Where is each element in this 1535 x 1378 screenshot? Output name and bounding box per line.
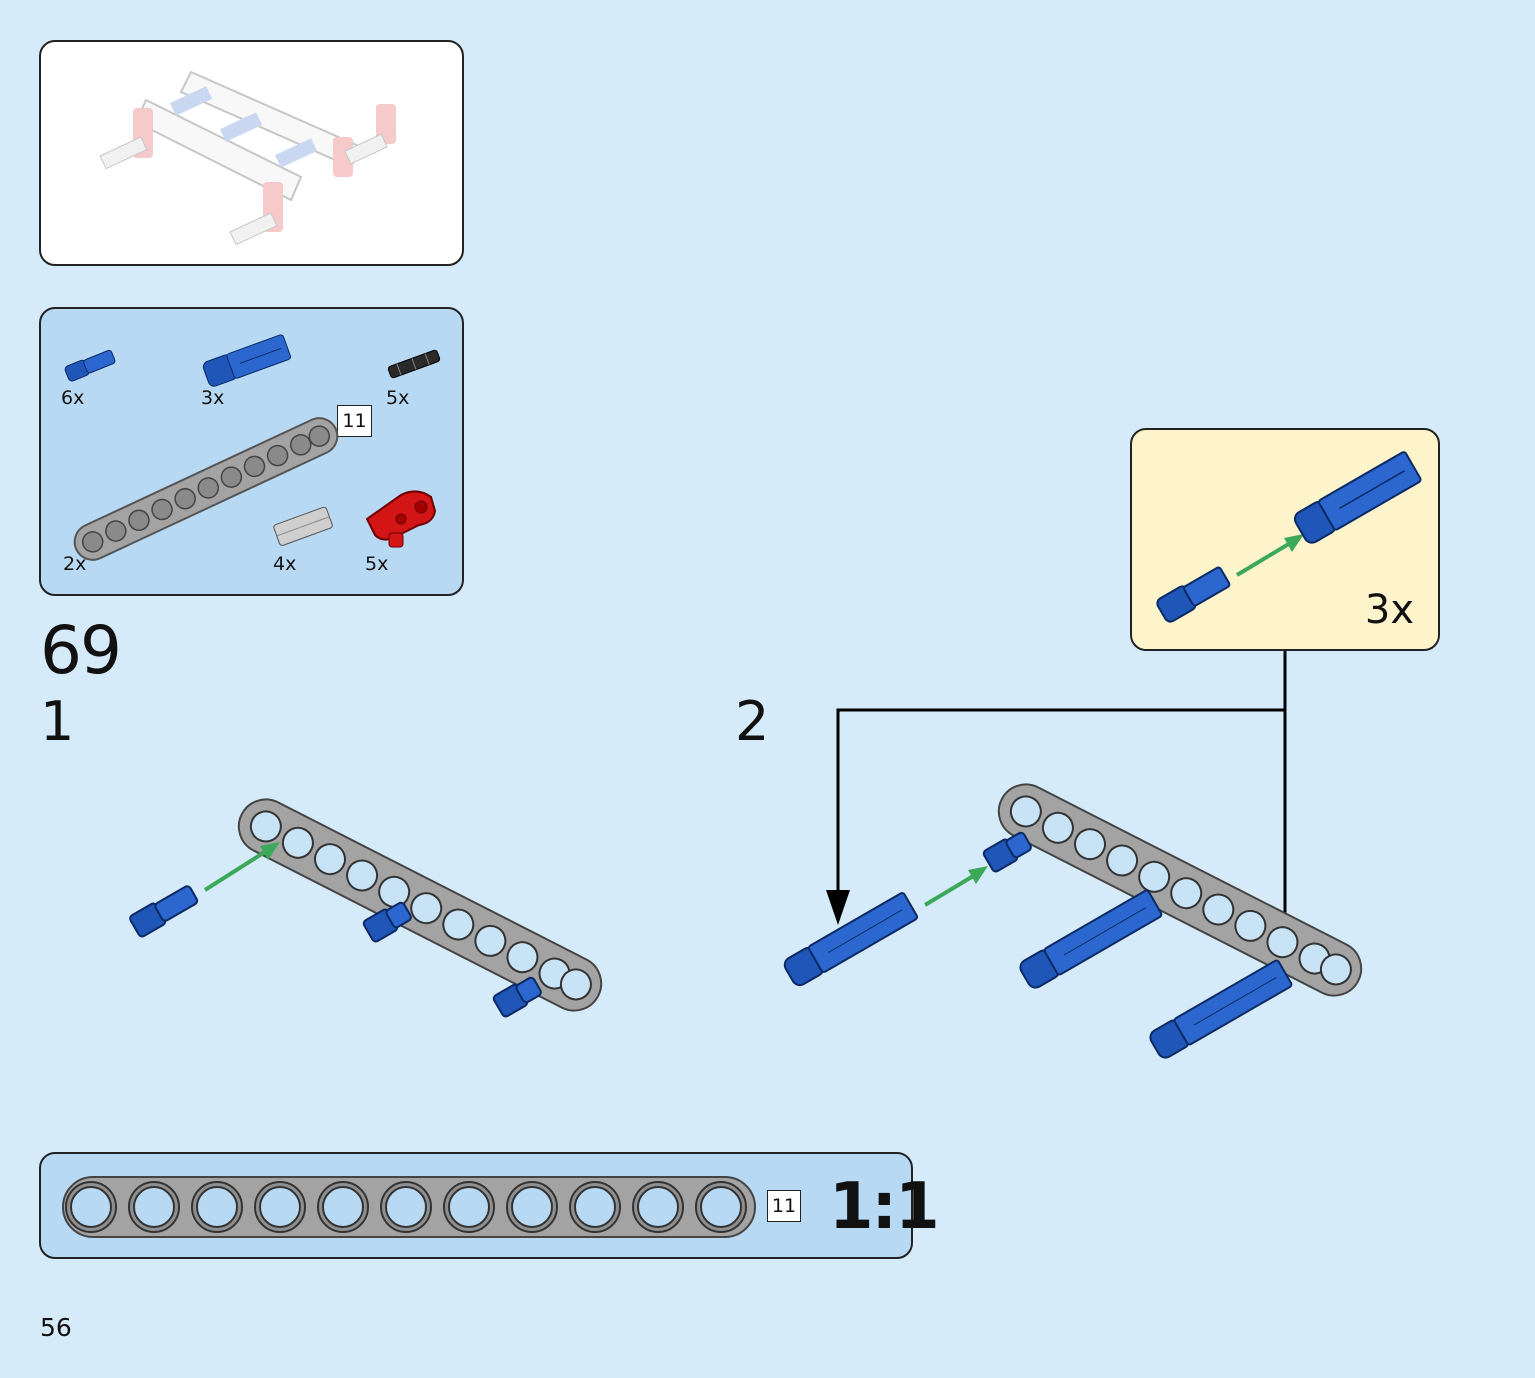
black-axle-qty: 5x xyxy=(386,387,410,409)
black-axle-icon xyxy=(387,349,441,379)
model-preview-panel xyxy=(39,40,464,266)
model-preview-image xyxy=(99,70,396,246)
liftarm-length-badge: 11 xyxy=(337,405,372,437)
parts-list-panel: 6x 3x 5x 11 2x xyxy=(39,307,464,596)
scale-label: 1:1 xyxy=(829,1170,940,1244)
ruler-hole xyxy=(322,1186,364,1228)
ruler-hole xyxy=(133,1186,175,1228)
callout-quantity: 3x xyxy=(1364,587,1414,633)
gray-axle-connector-qty: 4x xyxy=(273,553,297,575)
liftarm-1-to-1-image xyxy=(62,1176,756,1238)
ruler-hole xyxy=(511,1186,553,1228)
substep-2-illustration xyxy=(783,651,1363,1059)
substep-number-1: 1 xyxy=(40,690,75,753)
ruler-hole xyxy=(574,1186,616,1228)
gray-liftarm-qty: 2x xyxy=(63,553,87,575)
scale-ruler-panel: 11 1:1 xyxy=(39,1152,940,1259)
long-blue-pin-connector-icon xyxy=(202,334,292,387)
red-crank-liftarm-qty: 5x xyxy=(365,553,389,575)
callout-box: 3x xyxy=(1130,428,1440,651)
callout-illustration xyxy=(1156,451,1422,623)
ruler-hole xyxy=(700,1186,742,1228)
long-blue-pin-connector-qty: 3x xyxy=(201,387,225,409)
step-number: 69 xyxy=(40,612,122,689)
ruler-length-badge: 11 xyxy=(767,1190,801,1222)
short-blue-pin-icon xyxy=(64,349,116,382)
substep-number-2: 2 xyxy=(735,690,770,753)
ruler-hole xyxy=(70,1186,112,1228)
red-crank-liftarm-icon xyxy=(365,490,437,548)
gray-axle-connector-icon xyxy=(273,506,333,546)
ruler-hole xyxy=(196,1186,238,1228)
short-blue-pin-qty: 6x xyxy=(61,387,85,409)
ruler-hole xyxy=(259,1186,301,1228)
ruler-hole xyxy=(637,1186,679,1228)
ruler-hole xyxy=(385,1186,427,1228)
substep-1-illustration xyxy=(129,798,603,1018)
gray-liftarm-icon xyxy=(73,417,339,561)
ruler-hole xyxy=(448,1186,490,1228)
page-number: 56 xyxy=(40,1313,72,1342)
